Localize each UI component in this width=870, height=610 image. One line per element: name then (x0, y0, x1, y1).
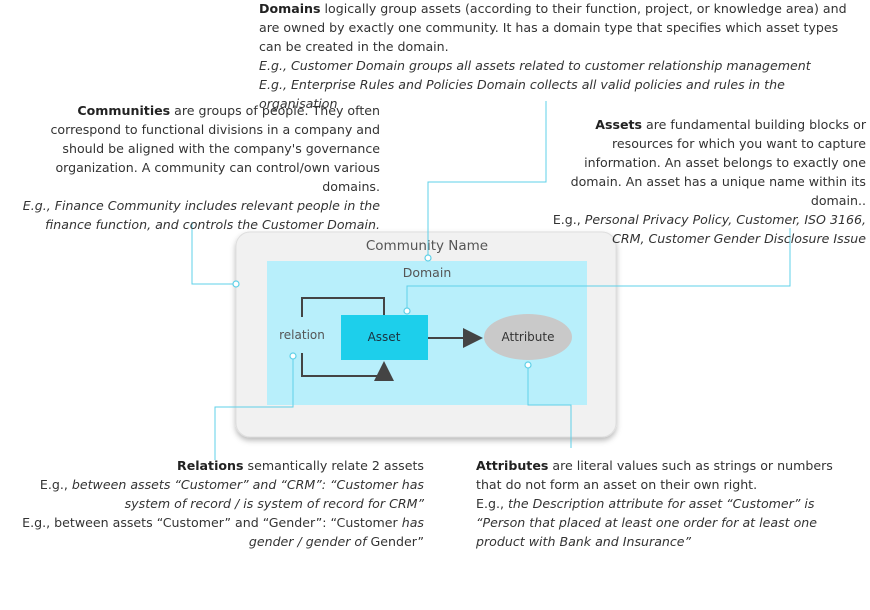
assets-title: Assets (595, 117, 643, 132)
relation-label: relation (279, 328, 325, 342)
relations-title: Relations (177, 458, 244, 473)
relations-example-2-a: E.g., between assets “Customer” and “Gen… (22, 515, 402, 530)
communities-callout-line (191, 222, 233, 285)
relation-loop-top (301, 297, 385, 317)
domains-title: Domains (259, 1, 321, 16)
attributes-note: Attributes are literal values such as st… (476, 456, 860, 551)
attributes-title: Attributes (476, 458, 549, 473)
domains-example-1-text: E.g., Customer Domain groups all assets … (259, 58, 811, 73)
attributes-description: Attributes are literal values such as st… (476, 456, 860, 494)
relations-example-1-prefix: E.g., (39, 477, 72, 492)
communities-description: Communities are groups of people. They o… (6, 101, 381, 196)
asset-label: Asset (368, 330, 401, 344)
domains-example-1: E.g., Customer Domain groups all assets … (259, 56, 859, 75)
relations-callout-dot (289, 352, 297, 360)
relations-example-2: E.g., between assets “Customer” and “Gen… (20, 513, 424, 551)
relations-example-2-b: has gender / gender of (248, 515, 424, 549)
attributes-example-text: the Description attribute for asset “Cus… (476, 496, 818, 549)
relations-example-1: E.g., between assets “Customer” and “CRM… (20, 475, 424, 513)
relations-example-2-c: Gender” (366, 534, 424, 549)
assets-example-prefix: E.g., (552, 212, 585, 227)
attribute-label: Attribute (502, 330, 555, 344)
communities-text: are groups of people. They often corresp… (50, 103, 381, 194)
domains-example-2-text: E.g., Enterprise Rules and Policies Doma… (259, 77, 785, 111)
relations-note: Relations semantically relate 2 assets E… (20, 456, 424, 551)
communities-note: Communities are groups of people. They o… (6, 101, 380, 234)
attributes-callout-line (527, 368, 572, 448)
attributes-text: are literal values such as strings or nu… (476, 458, 833, 492)
communities-example: E.g., Finance Community includes relevan… (6, 196, 380, 234)
communities-example-text: E.g., Finance Community includes relevan… (22, 198, 380, 232)
assets-example-text: Personal Privacy Policy, Customer, ISO 3… (584, 212, 866, 246)
asset-box (341, 315, 428, 360)
attributes-example-prefix: E.g., (476, 496, 508, 511)
communities-callout-dot (232, 280, 240, 288)
assets-text: are fundamental building blocks or resou… (570, 117, 866, 208)
communities-title: Communities (77, 103, 171, 118)
domain-label: Domain (403, 265, 452, 280)
attributes-example: E.g., the Description attribute for asse… (476, 494, 860, 551)
domains-note: Domains logically group assets (accordin… (259, 0, 859, 113)
community-label: Community Name (366, 238, 488, 254)
domains-callout-line (427, 101, 547, 255)
relations-text: semantically relate 2 assets (243, 458, 424, 473)
assets-note: Assets are fundamental building blocks o… (538, 115, 866, 248)
assets-callout-dot (403, 307, 411, 315)
relations-example-1-text: between assets “Customer” and “CRM”: “Cu… (71, 477, 424, 511)
attributes-callout-dot (524, 361, 532, 369)
assets-example: E.g., Personal Privacy Policy, Customer,… (538, 210, 866, 248)
assets-callout-line (406, 228, 791, 308)
relation-loop-bottom (301, 353, 394, 381)
attribute-ellipse (484, 314, 572, 360)
domains-text: logically group assets (according to the… (259, 1, 847, 54)
relations-callout-line (214, 359, 294, 460)
assets-description: Assets are fundamental building blocks o… (538, 115, 866, 210)
domains-example-2: E.g., Enterprise Rules and Policies Doma… (259, 75, 859, 113)
domains-callout-dot (424, 254, 432, 262)
domains-description: Domains logically group assets (accordin… (259, 0, 859, 56)
relations-description: Relations semantically relate 2 assets (20, 456, 424, 475)
